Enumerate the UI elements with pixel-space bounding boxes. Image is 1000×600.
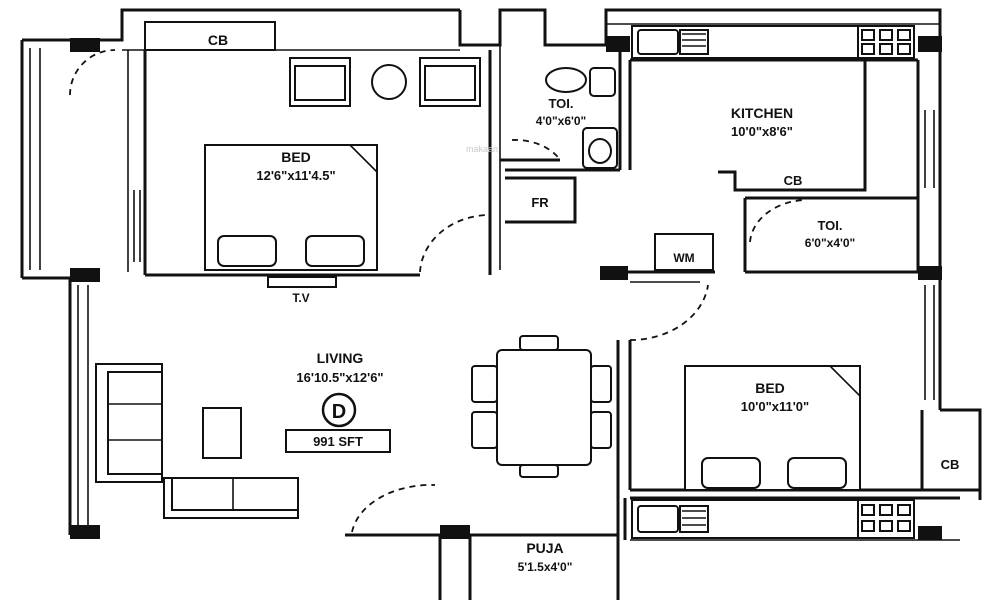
dining-set (471, 335, 612, 478)
toilet-1-fixtures (545, 67, 618, 169)
bedroom-2-fixtures (631, 365, 915, 539)
living-furniture (95, 335, 612, 519)
structural-columns (70, 36, 942, 540)
fridge-label: FR (531, 195, 549, 210)
cupboard-label-bed2: CB (941, 457, 960, 472)
watermark: makaan (466, 144, 498, 154)
unit-type: D (332, 401, 346, 423)
toilet-2-name: TOI. (817, 218, 842, 233)
tv-unit (267, 276, 337, 288)
cupboard-label-bed1: CB (208, 32, 228, 48)
kitchen-name: KITCHEN (731, 105, 793, 121)
cupboard-bedroom-1 (144, 21, 276, 51)
tv-label: T.V (292, 291, 309, 305)
bedroom-1-furniture (144, 21, 481, 288)
room-labels: CB BED 12'6"x11'4.5" TOI. 4'0"x6'0" KITC… (208, 32, 960, 574)
bedroom-1-name: BED (281, 149, 311, 165)
area-label: 991 SFT (313, 434, 363, 449)
area-badge: 991 SFT (285, 429, 391, 453)
living-size: 16'10.5"x12'6" (296, 370, 383, 385)
bedroom-2-name: BED (755, 380, 785, 396)
interior-walls (127, 45, 980, 541)
puja-size: 5'1.5x4'0" (518, 560, 573, 574)
puja-name: PUJA (526, 540, 563, 556)
bedroom-1-size: 12'6"x11'4.5" (256, 168, 335, 183)
bedroom-2-size: 10'0"x11'0" (741, 399, 809, 414)
kitchen-size: 10'0"x8'6" (731, 124, 793, 139)
toilet-1-name: TOI. (548, 96, 573, 111)
cupboard-label-kitchen: CB (784, 173, 803, 188)
kitchen-fixtures (631, 25, 915, 271)
living-name: LIVING (317, 350, 364, 366)
washing-machine (654, 233, 714, 271)
toilet-1-size: 4'0"x6'0" (536, 114, 586, 128)
unit-type-badge: D (321, 392, 357, 428)
toilet-2-size: 6'0"x4'0" (805, 236, 855, 250)
door-swings (69, 49, 806, 533)
stove-burners (861, 29, 911, 55)
outer-walls (20, 8, 982, 600)
washing-machine-label: WM (673, 251, 694, 265)
coffee-table (202, 407, 242, 459)
